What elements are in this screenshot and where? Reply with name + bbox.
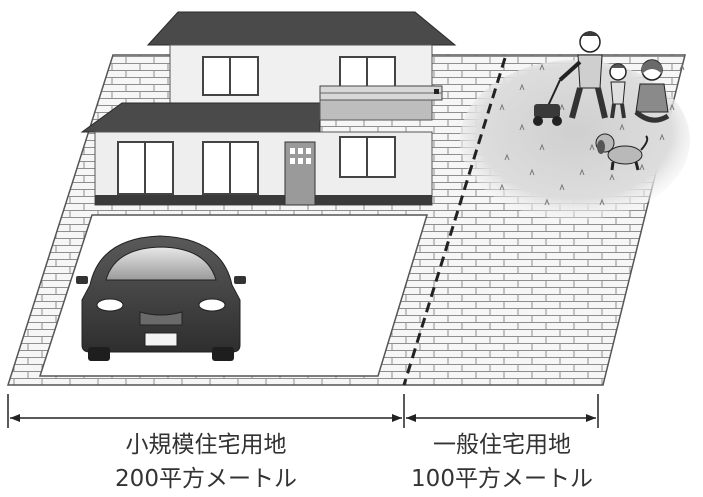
- small-residential-land-label: 小規模住宅用地: [126, 432, 287, 458]
- lawn-area: [460, 60, 690, 220]
- general-residential-land-label: 一般住宅用地: [433, 432, 571, 458]
- lawn-mower-icon: [533, 79, 562, 126]
- small-residential-land-size: 200平方メートル: [115, 466, 297, 492]
- boundary-dashed-line: [402, 57, 507, 386]
- car-icon: [76, 235, 246, 361]
- dimension-lines: [7, 394, 599, 428]
- dog-icon: [595, 133, 649, 171]
- house-icon: [80, 11, 457, 206]
- family-icon: [558, 31, 670, 123]
- general-residential-land-size: 100平方メートル: [411, 466, 593, 492]
